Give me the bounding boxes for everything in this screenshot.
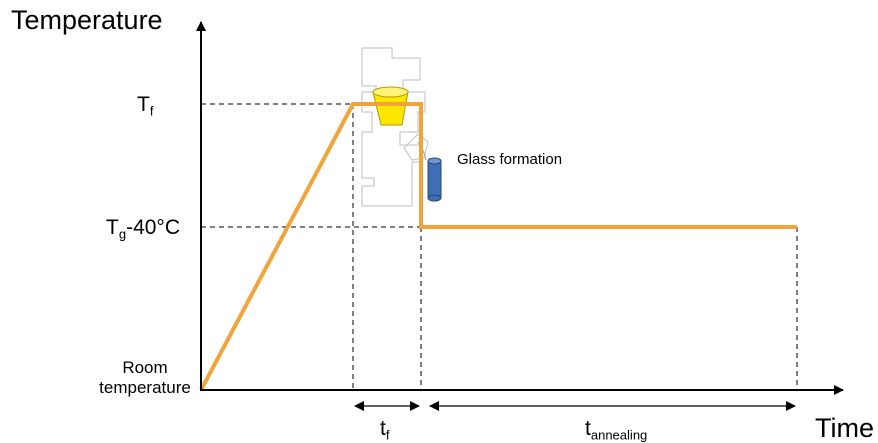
guide-lines [201, 103, 798, 390]
tf-level-label: Tf [137, 93, 154, 119]
glass-rod-icon [427, 157, 442, 202]
temperature-profile [199, 102, 797, 391]
room-temperature-label: Room temperature [99, 358, 191, 398]
melt-time-label: tf [380, 417, 390, 443]
tilted-crucible-outline [403, 133, 429, 161]
annealing-time-label: tannealing [585, 417, 648, 443]
furnace-outline [361, 47, 426, 207]
y-axis-title: Temperature [11, 5, 163, 35]
crucible-icon [372, 86, 409, 126]
apparatus-sketch [361, 47, 429, 207]
tg-level-label: Tg-40°C [106, 216, 180, 242]
x-axis-title: Time [815, 413, 874, 443]
glass-formation-label: Glass formation [457, 151, 563, 168]
